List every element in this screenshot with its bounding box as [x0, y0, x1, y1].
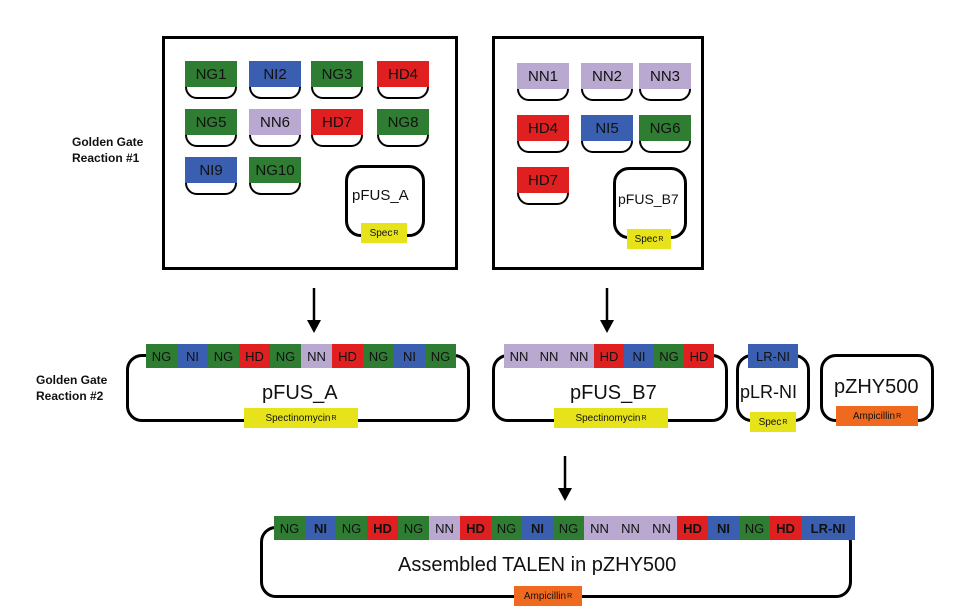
reaction2-label: Golden Gate Reaction #2 [36, 372, 107, 404]
r2-pfus-a-segment: NG [425, 344, 456, 368]
r2-plr-marker-sup: R [782, 418, 788, 426]
final-segment: HD [770, 516, 801, 540]
box-a-module: NG8 [377, 109, 429, 135]
final-segment: NI [522, 516, 553, 540]
r2-pfus-a-segment: NI [394, 344, 425, 368]
box-a-marker-sup: R [393, 229, 399, 237]
box-a-plasmid-label: pFUS_A [352, 187, 409, 204]
r2-pfus-b7-label: pFUS_B7 [570, 382, 657, 404]
r2-pfus-a-segment: NN [301, 344, 332, 368]
box-a-module: NN6 [249, 109, 301, 135]
r2-pfus-b7-segment: NN [504, 344, 534, 368]
final-segment: NG [336, 516, 367, 540]
reaction1-label: Golden Gate Reaction #1 [72, 134, 143, 166]
box-a-module: NI2 [249, 61, 301, 87]
box-b-plasmid-label: pFUS_B7 [618, 191, 679, 207]
box-a-module: NG5 [185, 109, 237, 135]
box-b-module: HD4 [517, 115, 569, 141]
arrow-down-b [600, 288, 614, 333]
final-segment: NN [615, 516, 646, 540]
r2-pfus-a-segment: NG [208, 344, 239, 368]
r2-pfus-b7-segment: NN [534, 344, 564, 368]
r2-pfus-a-segment: NG [363, 344, 394, 368]
final-marker-sup: R [567, 592, 573, 600]
r2-pzhy-marker-text: Ampicillin [852, 410, 896, 422]
box-a-module: NG1 [185, 61, 237, 87]
final-segment: NG [274, 516, 305, 540]
box-b-module: NN3 [639, 63, 691, 89]
box-a-module: HD4 [377, 61, 429, 87]
final-segment: NI [708, 516, 739, 540]
final-segment: HD [367, 516, 398, 540]
r2-plr-label: pLR-NI [740, 382, 798, 402]
r2-pfus-a-marker-text: Spectinomycin [265, 412, 331, 424]
final-label: Assembled TALEN in pZHY500 [398, 554, 677, 576]
box-b-plasmid [613, 167, 687, 239]
box-b-module: NI5 [581, 115, 633, 141]
box-a-module: NG10 [249, 157, 301, 183]
r2-pzhy-marker-sup: R [896, 412, 902, 420]
box-a-module: NG3 [311, 61, 363, 87]
r2-pfus-a-segment: NI [177, 344, 208, 368]
final-segment: NG [491, 516, 522, 540]
arrow-down-final [558, 456, 572, 501]
final-segment: HD [460, 516, 491, 540]
reaction1-label-line1: Golden Gate [72, 135, 144, 149]
r2-pfus-b7-segment: HD [684, 344, 714, 368]
reaction1-label-line2: Reaction #1 [72, 151, 140, 165]
box-b-module: HD7 [517, 167, 569, 193]
box-b-module: NN2 [581, 63, 633, 89]
final-marker-text: Ampicillin [523, 590, 567, 602]
r2-pfus-a-marker-sup: R [331, 414, 337, 422]
final-segment: NN [646, 516, 677, 540]
r2-pfus-b7-segment: HD [594, 344, 624, 368]
r2-pfus-a-segment: HD [239, 344, 270, 368]
reaction2-label-line2: Reaction #2 [36, 389, 104, 403]
box-a-module: NI9 [185, 157, 237, 183]
final-segment: LR-NI [801, 516, 855, 540]
r2-pfus-b7-segment: NG [654, 344, 684, 368]
arrow-down-a [307, 288, 321, 333]
final-segment: NG [739, 516, 770, 540]
final-segment: NN [429, 516, 460, 540]
reaction2-label-line1: Golden Gate [36, 373, 108, 387]
box-b-module: NN1 [517, 63, 569, 89]
r2-plr-segment: LR-NI [748, 344, 798, 368]
r2-pfus-a-segment: HD [332, 344, 363, 368]
box-b-marker-sup: R [658, 235, 664, 243]
r2-plr-marker-text: Spec [758, 416, 782, 428]
final-segment: NG [553, 516, 584, 540]
r2-pfus-a-segment: NG [146, 344, 177, 368]
final-segment: NN [584, 516, 615, 540]
box-b-marker-text: Spec [634, 233, 658, 245]
final-segment: NI [305, 516, 336, 540]
box-b-module: NG6 [639, 115, 691, 141]
final-segment: HD [677, 516, 708, 540]
r2-pfus-b7-segment: NN [564, 344, 594, 368]
r2-pfus-a-label: pFUS_A [262, 382, 338, 404]
r2-pfus-b7-marker-sup: R [641, 414, 647, 422]
r2-pzhy-label: pZHY500 [834, 376, 919, 398]
r2-pfus-a-segment: NG [270, 344, 301, 368]
r2-pfus-b7-segment: NI [624, 344, 654, 368]
r2-pfus-b7-marker-text: Spectinomycin [575, 412, 641, 424]
box-a-marker-text: Spec [369, 227, 393, 239]
box-a-module: HD7 [311, 109, 363, 135]
final-segment: NG [398, 516, 429, 540]
